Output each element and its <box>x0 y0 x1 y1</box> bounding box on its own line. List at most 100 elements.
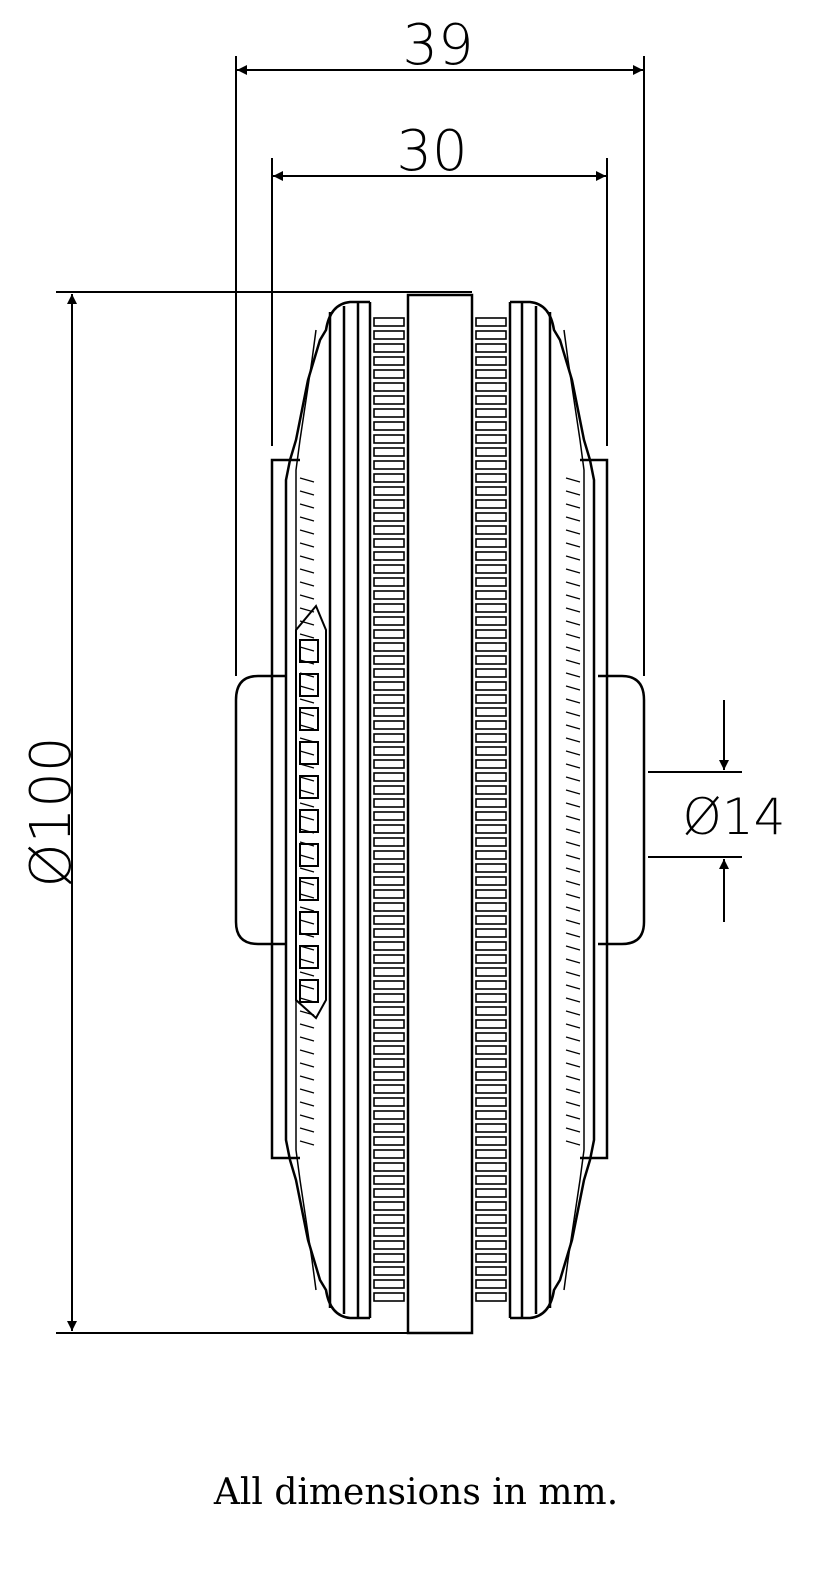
sidewall-letter-mark <box>299 673 319 697</box>
tread-block <box>475 1214 507 1224</box>
sidewall-tick <box>299 919 315 925</box>
sidewall-tick <box>565 932 581 938</box>
sidewall-tick <box>299 1140 315 1146</box>
tread-block <box>373 1097 405 1107</box>
tread-block <box>373 447 405 457</box>
sidewall-tick <box>299 880 315 886</box>
sidewall-tick <box>565 594 581 600</box>
tread-block <box>373 811 405 821</box>
sidewall-tick <box>565 1062 581 1068</box>
sidewall-tick <box>565 984 581 990</box>
tire-outline-right <box>510 300 596 1320</box>
tread-block <box>373 1058 405 1068</box>
tread-block <box>373 1201 405 1211</box>
hub-boss-left <box>234 674 286 946</box>
sidewall-tick <box>299 958 315 964</box>
sidewall-letter-mark <box>299 639 319 663</box>
tread-block <box>373 356 405 366</box>
tread-block <box>373 1214 405 1224</box>
tread-block <box>475 603 507 613</box>
tread-block <box>475 1279 507 1289</box>
wheel-side-view <box>234 293 646 1335</box>
tread-block <box>475 564 507 574</box>
sidewall-tick <box>565 841 581 847</box>
tread-block <box>475 317 507 327</box>
sidewall-tick <box>299 776 315 782</box>
tread-block <box>475 629 507 639</box>
tread-block <box>475 785 507 795</box>
tread-block <box>373 486 405 496</box>
tread-block <box>475 577 507 587</box>
tread-block <box>475 837 507 847</box>
tread-block <box>373 551 405 561</box>
sidewall-tick <box>565 919 581 925</box>
tread-block <box>475 1110 507 1120</box>
tread-block <box>475 473 507 483</box>
tread-block <box>475 746 507 756</box>
sidewall-tick <box>299 581 315 587</box>
dim-text-30: 30 <box>396 119 467 184</box>
tread-block <box>475 668 507 678</box>
tread-block <box>475 1123 507 1133</box>
sidewall-tick <box>565 737 581 743</box>
tread-block <box>475 460 507 470</box>
sidewall-tick <box>299 893 315 899</box>
sidewall-tick <box>565 815 581 821</box>
tread-block <box>373 720 405 730</box>
tread-block <box>475 356 507 366</box>
sidewall-letter-mark <box>299 877 319 901</box>
tread-block <box>373 681 405 691</box>
sidewall-tick <box>565 711 581 717</box>
tread-block <box>475 694 507 704</box>
sidewall-tick <box>299 906 315 912</box>
sidewall-tick <box>565 1023 581 1029</box>
tread-block <box>475 1292 507 1302</box>
tread-block <box>373 460 405 470</box>
tread-block <box>373 616 405 626</box>
tread-block <box>475 1136 507 1146</box>
tread-block <box>373 317 405 327</box>
sidewall-letter-mark <box>299 979 319 1003</box>
sidewall-tick <box>565 555 581 561</box>
tread-block <box>373 408 405 418</box>
tread-block <box>475 343 507 353</box>
tread-block <box>373 863 405 873</box>
tread-block <box>373 629 405 639</box>
rim-flange-left <box>270 458 300 1160</box>
tread-block <box>373 473 405 483</box>
tread-block <box>475 967 507 977</box>
tread-block <box>475 1084 507 1094</box>
tread-block <box>373 512 405 522</box>
tread-block <box>475 590 507 600</box>
tread-block <box>475 330 507 340</box>
sidewall-tick <box>299 802 315 808</box>
tread-block <box>373 434 405 444</box>
tread-block <box>373 538 405 548</box>
tread-block <box>475 538 507 548</box>
rim-flange-right <box>580 458 609 1160</box>
sidewall-tick <box>565 646 581 652</box>
tread-block <box>373 967 405 977</box>
sidewall-tick <box>565 1010 581 1016</box>
sidewall-tick <box>565 607 581 613</box>
tread-block <box>373 1279 405 1289</box>
tread-block <box>373 707 405 717</box>
sidewall-tick <box>565 685 581 691</box>
sidewall-tick <box>565 503 581 509</box>
tread-block <box>373 564 405 574</box>
sidewall-letter-mark <box>299 775 319 799</box>
tread-block <box>475 759 507 769</box>
sidewall-tick <box>299 1114 315 1120</box>
sidewall-tick <box>299 789 315 795</box>
sidewall-tick <box>565 477 581 483</box>
sidewall-tick <box>565 698 581 704</box>
tread-block <box>475 681 507 691</box>
sidewall-tick <box>299 1010 315 1016</box>
tread-block <box>373 759 405 769</box>
tread-block <box>373 824 405 834</box>
tread-block <box>373 668 405 678</box>
tread-block <box>373 382 405 392</box>
sidewall-tick <box>299 750 315 756</box>
tread-block <box>475 954 507 964</box>
tread-block <box>475 720 507 730</box>
